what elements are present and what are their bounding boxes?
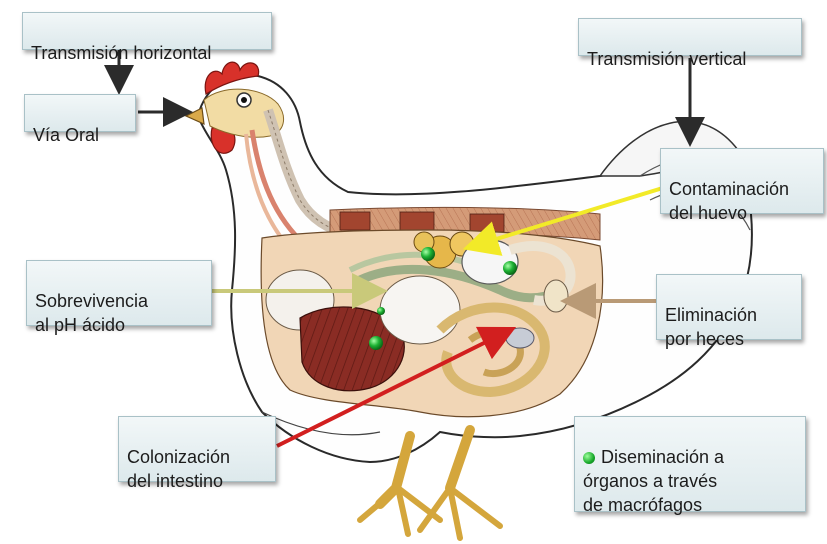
- label-text: Colonización del intestino: [127, 445, 267, 493]
- label-eliminacion-heces: Eliminación por heces: [656, 274, 802, 340]
- label-text: Eliminación por heces: [665, 303, 793, 351]
- marker-liver: [369, 336, 383, 350]
- label-text: Sobrevivencia al pH ácido: [35, 289, 203, 337]
- marker-ovary: [421, 247, 435, 261]
- label-colonizacion-intestino: Colonización del intestino: [118, 416, 276, 482]
- label-text: Transmisión vertical: [587, 47, 793, 71]
- label-text: Transmisión horizontal: [31, 41, 263, 65]
- label-text: Contaminación del huevo: [669, 177, 815, 225]
- label-text: Diseminación a órganos a través de macró…: [583, 445, 797, 517]
- label-diseminacion: Diseminación a órganos a través de macró…: [574, 416, 806, 512]
- label-via-oral: Vía Oral: [24, 94, 136, 132]
- label-transmision-vertical: Transmisión vertical: [578, 18, 802, 56]
- label-contaminacion-huevo: Contaminación del huevo: [660, 148, 824, 214]
- green-dot-icon: [583, 452, 595, 464]
- label-text: Vía Oral: [33, 123, 127, 147]
- marker-crop: [377, 307, 385, 315]
- label-transmision-horizontal: Transmisión horizontal: [22, 12, 272, 50]
- diseminacion-text: Diseminación a órganos a través de macró…: [583, 447, 724, 515]
- marker-egg: [503, 261, 517, 275]
- label-sobrevivencia-ph: Sobrevivencia al pH ácido: [26, 260, 212, 326]
